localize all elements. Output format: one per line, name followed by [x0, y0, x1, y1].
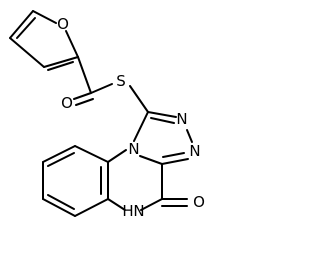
- bond-n-fused-c9a: [107, 149, 127, 163]
- bond-furan-to-carbonyl: [77, 56, 92, 94]
- triazole-n-lower-label: N: [189, 142, 200, 160]
- thioester-group: O S: [61, 56, 149, 113]
- bond-c1-n-upper: [147, 111, 177, 118]
- bond-furan-c4-c5: [9, 10, 34, 39]
- pyrazinone-ring: O H N: [107, 149, 205, 220]
- bond-furan-c2-c3-inner: [47, 61, 74, 71]
- furan-oxygen-label: O: [57, 15, 69, 33]
- bond-carbonyl-c-o-inner: [75, 98, 94, 106]
- bond-benz-7-6-inner: [47, 194, 75, 210]
- bond-c1-n-fused: [133, 111, 149, 142]
- bond-furan-c4-c5-inner: [16, 17, 36, 39]
- bond-c5a-nh: [107, 198, 126, 211]
- triazole-n-upper-label: N: [176, 110, 187, 128]
- bond-c3a-n-fused: [139, 155, 163, 165]
- bond-furan-c2-c3: [43, 56, 79, 68]
- benzene-ring: [42, 145, 109, 217]
- bond-n-lower-c3a: [161, 158, 189, 165]
- chemical-structure-diagram: O O S N N N O H N: [9, 10, 205, 220]
- bond-furan-c3-c4: [9, 37, 45, 68]
- bond-n-upper-n-lower: [186, 129, 193, 143]
- bond-furan-o-c2: [65, 30, 79, 58]
- amide-h-label: H: [122, 202, 133, 220]
- bond-furan-c5-o: [32, 10, 57, 24]
- bond-carbonyl-to-sulfur: [90, 83, 113, 94]
- bond-sulfur-to-triazole: [129, 85, 149, 113]
- sulfur-label: S: [116, 72, 126, 90]
- amide-n-label: N: [133, 202, 144, 220]
- bond-carbonyl-c-o: [73, 92, 92, 100]
- furan-ring: O: [9, 10, 79, 71]
- bond-benz-9-8: [42, 145, 76, 163]
- amide-oxygen-label: O: [193, 193, 205, 211]
- bond-benz-7-6: [42, 198, 76, 217]
- carbonyl-oxygen-label: O: [61, 94, 73, 112]
- triazole-n-fused-label: N: [128, 140, 139, 158]
- bond-n-lower-c3a-inner: [162, 152, 185, 158]
- bond-benz-9-8-inner: [47, 152, 75, 167]
- bond-benz-6-5a: [74, 198, 109, 217]
- bond-c1-n-upper-inner: [150, 117, 175, 124]
- bond-benz-9a-9: [74, 145, 109, 163]
- triazole-ring: N N N: [128, 110, 201, 165]
- bond-nh-c4: [140, 198, 163, 211]
